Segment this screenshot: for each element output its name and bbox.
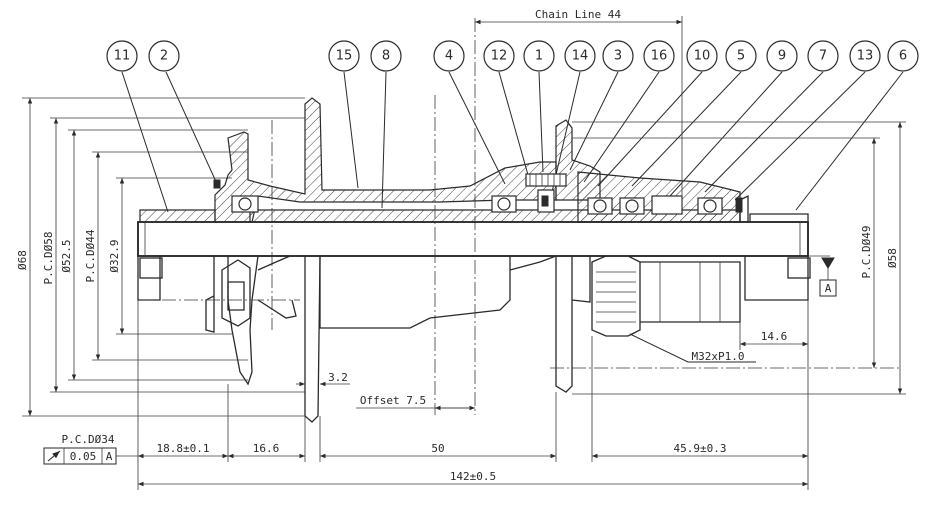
balloon-14: 14 [564,40,596,72]
dim-dia-32-9: Ø32.9 [108,239,121,272]
axle [137,213,811,301]
svg-text:11: 11 [114,49,131,64]
balloon-1: 1 [523,40,555,72]
dim-pcd-58: P.C.DØ58 [42,232,55,285]
balloon-11: 11 [106,40,138,72]
balloon-5: 5 [725,40,757,72]
balloon-16: 16 [643,40,675,72]
dim-dia-52-5: Ø52.5 [60,239,73,272]
svg-text:14: 14 [572,49,589,64]
balloon-4: 4 [433,40,465,72]
dimension-lines [22,16,906,490]
svg-text:5: 5 [737,49,745,64]
svg-text:8: 8 [382,49,390,64]
svg-text:4: 4 [445,49,453,64]
dim-pcd-34: P.C.DØ34 [62,433,115,446]
svg-text:16: 16 [651,49,668,64]
tolerance-value: 0.05 [70,450,97,463]
svg-text:2: 2 [160,49,168,64]
balloon-13: 13 [849,40,881,72]
balloon-3: 3 [602,40,634,72]
balloon-8: 8 [370,40,402,72]
balloon-2: 2 [148,40,180,72]
dim-pcd-49: P.C.DØ49 [860,226,873,279]
svg-text:10: 10 [694,49,711,64]
tolerance-datum: A [106,450,113,463]
balloon-leaders [121,71,904,213]
dim-18-8: 18.8±0.1 [157,442,210,455]
balloon-12: 12 [483,40,515,72]
balloon-15: 15 [328,40,360,72]
svg-text:15: 15 [336,49,353,64]
svg-text:7: 7 [819,49,827,64]
dim-14-6: 14.6 [761,330,788,343]
dim-142: 142±0.5 [450,470,496,483]
balloon-7: 7 [807,40,839,72]
dim-offset: Offset 7.5 [360,394,426,407]
circular-runout-icon [47,450,61,462]
dim-pcd-44: P.C.DØ44 [84,229,97,282]
svg-text:12: 12 [491,49,508,64]
balloon-9: 9 [766,40,798,72]
balloon-10: 10 [686,40,718,72]
bearings [213,173,743,215]
svg-text:9: 9 [778,49,786,64]
dim-thread: M32xP1.0 [692,350,745,363]
dim-dia-68: Ø68 [16,250,29,270]
dim-16-6: 16.6 [253,442,280,455]
dim-45-9: 45.9±0.3 [674,442,727,455]
svg-text:6: 6 [899,49,907,64]
svg-text:13: 13 [857,49,874,64]
dim-50: 50 [431,442,444,455]
hub-outside-view [140,255,900,423]
chain-line-label: Chain Line 44 [535,8,621,21]
balloon-6: 6 [887,40,919,72]
dim-3-2: 3.2 [328,371,348,384]
datum-a-label: A [825,282,832,295]
svg-text:1: 1 [535,49,543,64]
dim-dia-58: Ø58 [886,248,899,268]
svg-text:3: 3 [614,49,622,64]
